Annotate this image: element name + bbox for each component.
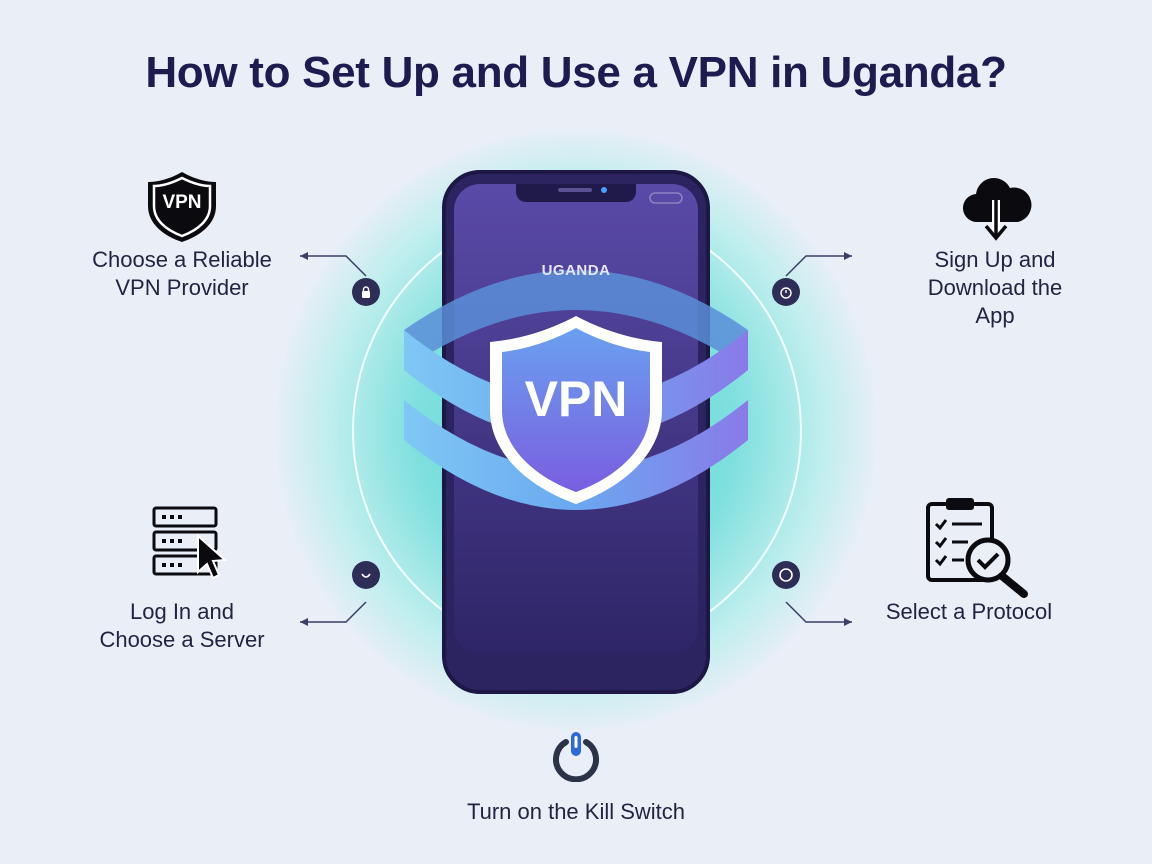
power-icon xyxy=(550,730,602,787)
connector-dot-signup xyxy=(772,278,800,306)
lock-icon xyxy=(362,286,370,298)
step-server-label: Log In and Choose a Server xyxy=(99,599,265,652)
page-title: How to Set Up and Use a VPN in Uganda? xyxy=(145,48,1007,97)
timer-icon xyxy=(780,287,792,299)
connector-dot-server xyxy=(352,561,380,589)
connector-dot-protocol xyxy=(772,561,800,589)
smile-icon xyxy=(361,573,371,578)
vpn-shield-icon xyxy=(144,170,220,249)
circle-icon xyxy=(779,568,793,582)
step-signup-label: Sign Up and Download the App xyxy=(927,247,1063,328)
connector-dot-provider xyxy=(352,278,380,306)
cloud-download-icon xyxy=(960,172,1032,249)
step-protocol-label: Select a Protocol xyxy=(885,599,1053,624)
server-cursor-icon xyxy=(150,504,242,593)
vpn-badge-text: VPN xyxy=(162,192,202,213)
clipboard-magnifier-icon xyxy=(924,494,1034,603)
step-provider-label: Choose a Reliable VPN Provider xyxy=(92,247,272,300)
step-killswitch-label: Turn on the Kill Switch xyxy=(466,799,686,824)
vpn-shield-label: VPN xyxy=(524,371,628,427)
phone-screen-label: UGANDA xyxy=(541,262,611,279)
